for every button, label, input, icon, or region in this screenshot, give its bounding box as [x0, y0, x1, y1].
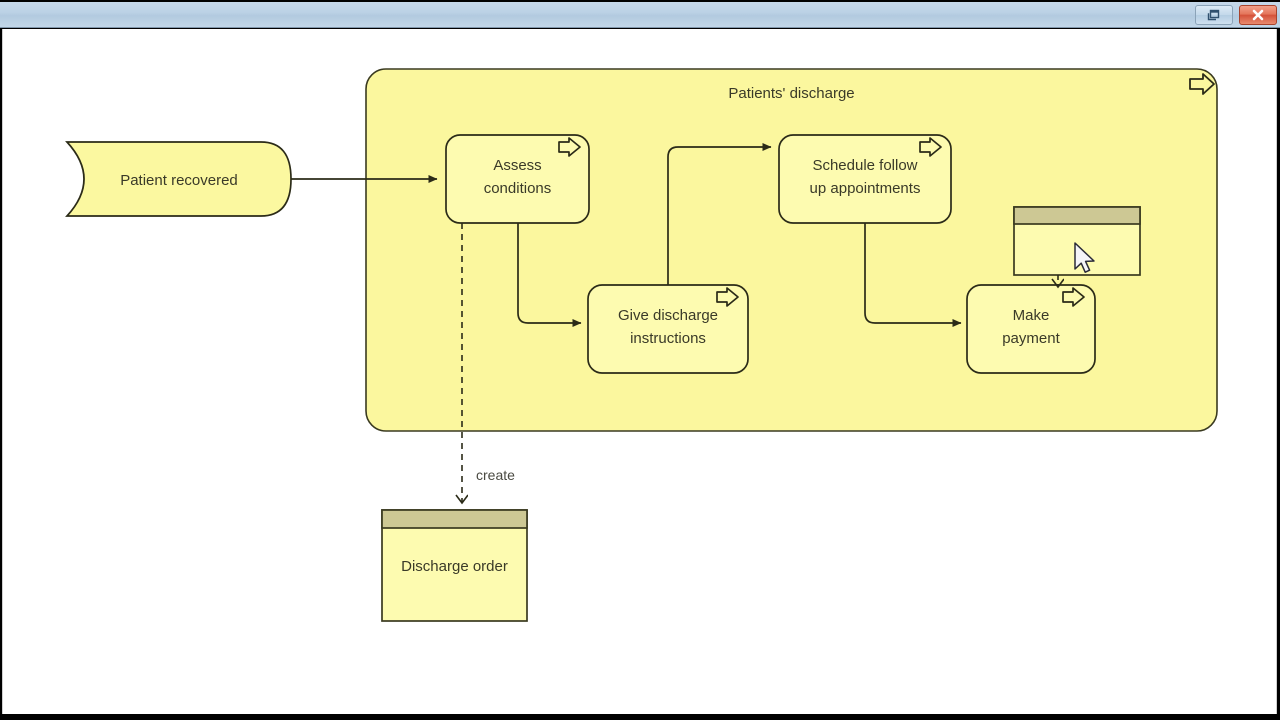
task-schedule-follow-up[interactable]: [778, 134, 952, 224]
close-button[interactable]: [1239, 5, 1277, 25]
give-sub-process-arrow-icon: [716, 287, 739, 307]
start-event-shape: [65, 141, 292, 217]
restore-icon: [1207, 9, 1220, 21]
task-make-payment[interactable]: [966, 284, 1096, 374]
start-event-patient-recovered[interactable]: [65, 141, 292, 217]
dragged-object-header-band: [1013, 206, 1141, 225]
mouse-pointer: [1074, 242, 1095, 273]
pool-sub-process-arrow-icon: [1189, 73, 1215, 95]
diagram-svg: [65, 68, 1218, 622]
data-object-discharge-order[interactable]: [381, 509, 528, 622]
window-top-border: [0, 0, 1280, 2]
close-icon: [1252, 9, 1264, 21]
task-assess-conditions[interactable]: [445, 134, 590, 224]
assess-sub-process-arrow-icon: [558, 137, 581, 157]
connector-schedule-to-payment[interactable]: [864, 223, 962, 327]
pool-title: Patients' discharge: [728, 85, 855, 102]
restore-button[interactable]: [1195, 5, 1233, 25]
schedule-sub-process-arrow-icon: [919, 137, 942, 157]
task-payment-shape: [966, 284, 1096, 374]
payment-sub-process-arrow-icon: [1062, 287, 1085, 307]
window-bottom-border: [0, 714, 1280, 720]
diagram-canvas[interactable]: Patients' discharge Patient recovered As…: [2, 29, 1277, 714]
task-give-discharge-instructions[interactable]: [587, 284, 749, 374]
window-titlebar[interactable]: [0, 2, 1280, 28]
connector-create-label: create: [476, 467, 515, 483]
connector-assess-to-give[interactable]: [517, 223, 582, 327]
discharge-order-header-band: [381, 509, 528, 529]
connector-give-to-schedule[interactable]: [667, 143, 772, 285]
